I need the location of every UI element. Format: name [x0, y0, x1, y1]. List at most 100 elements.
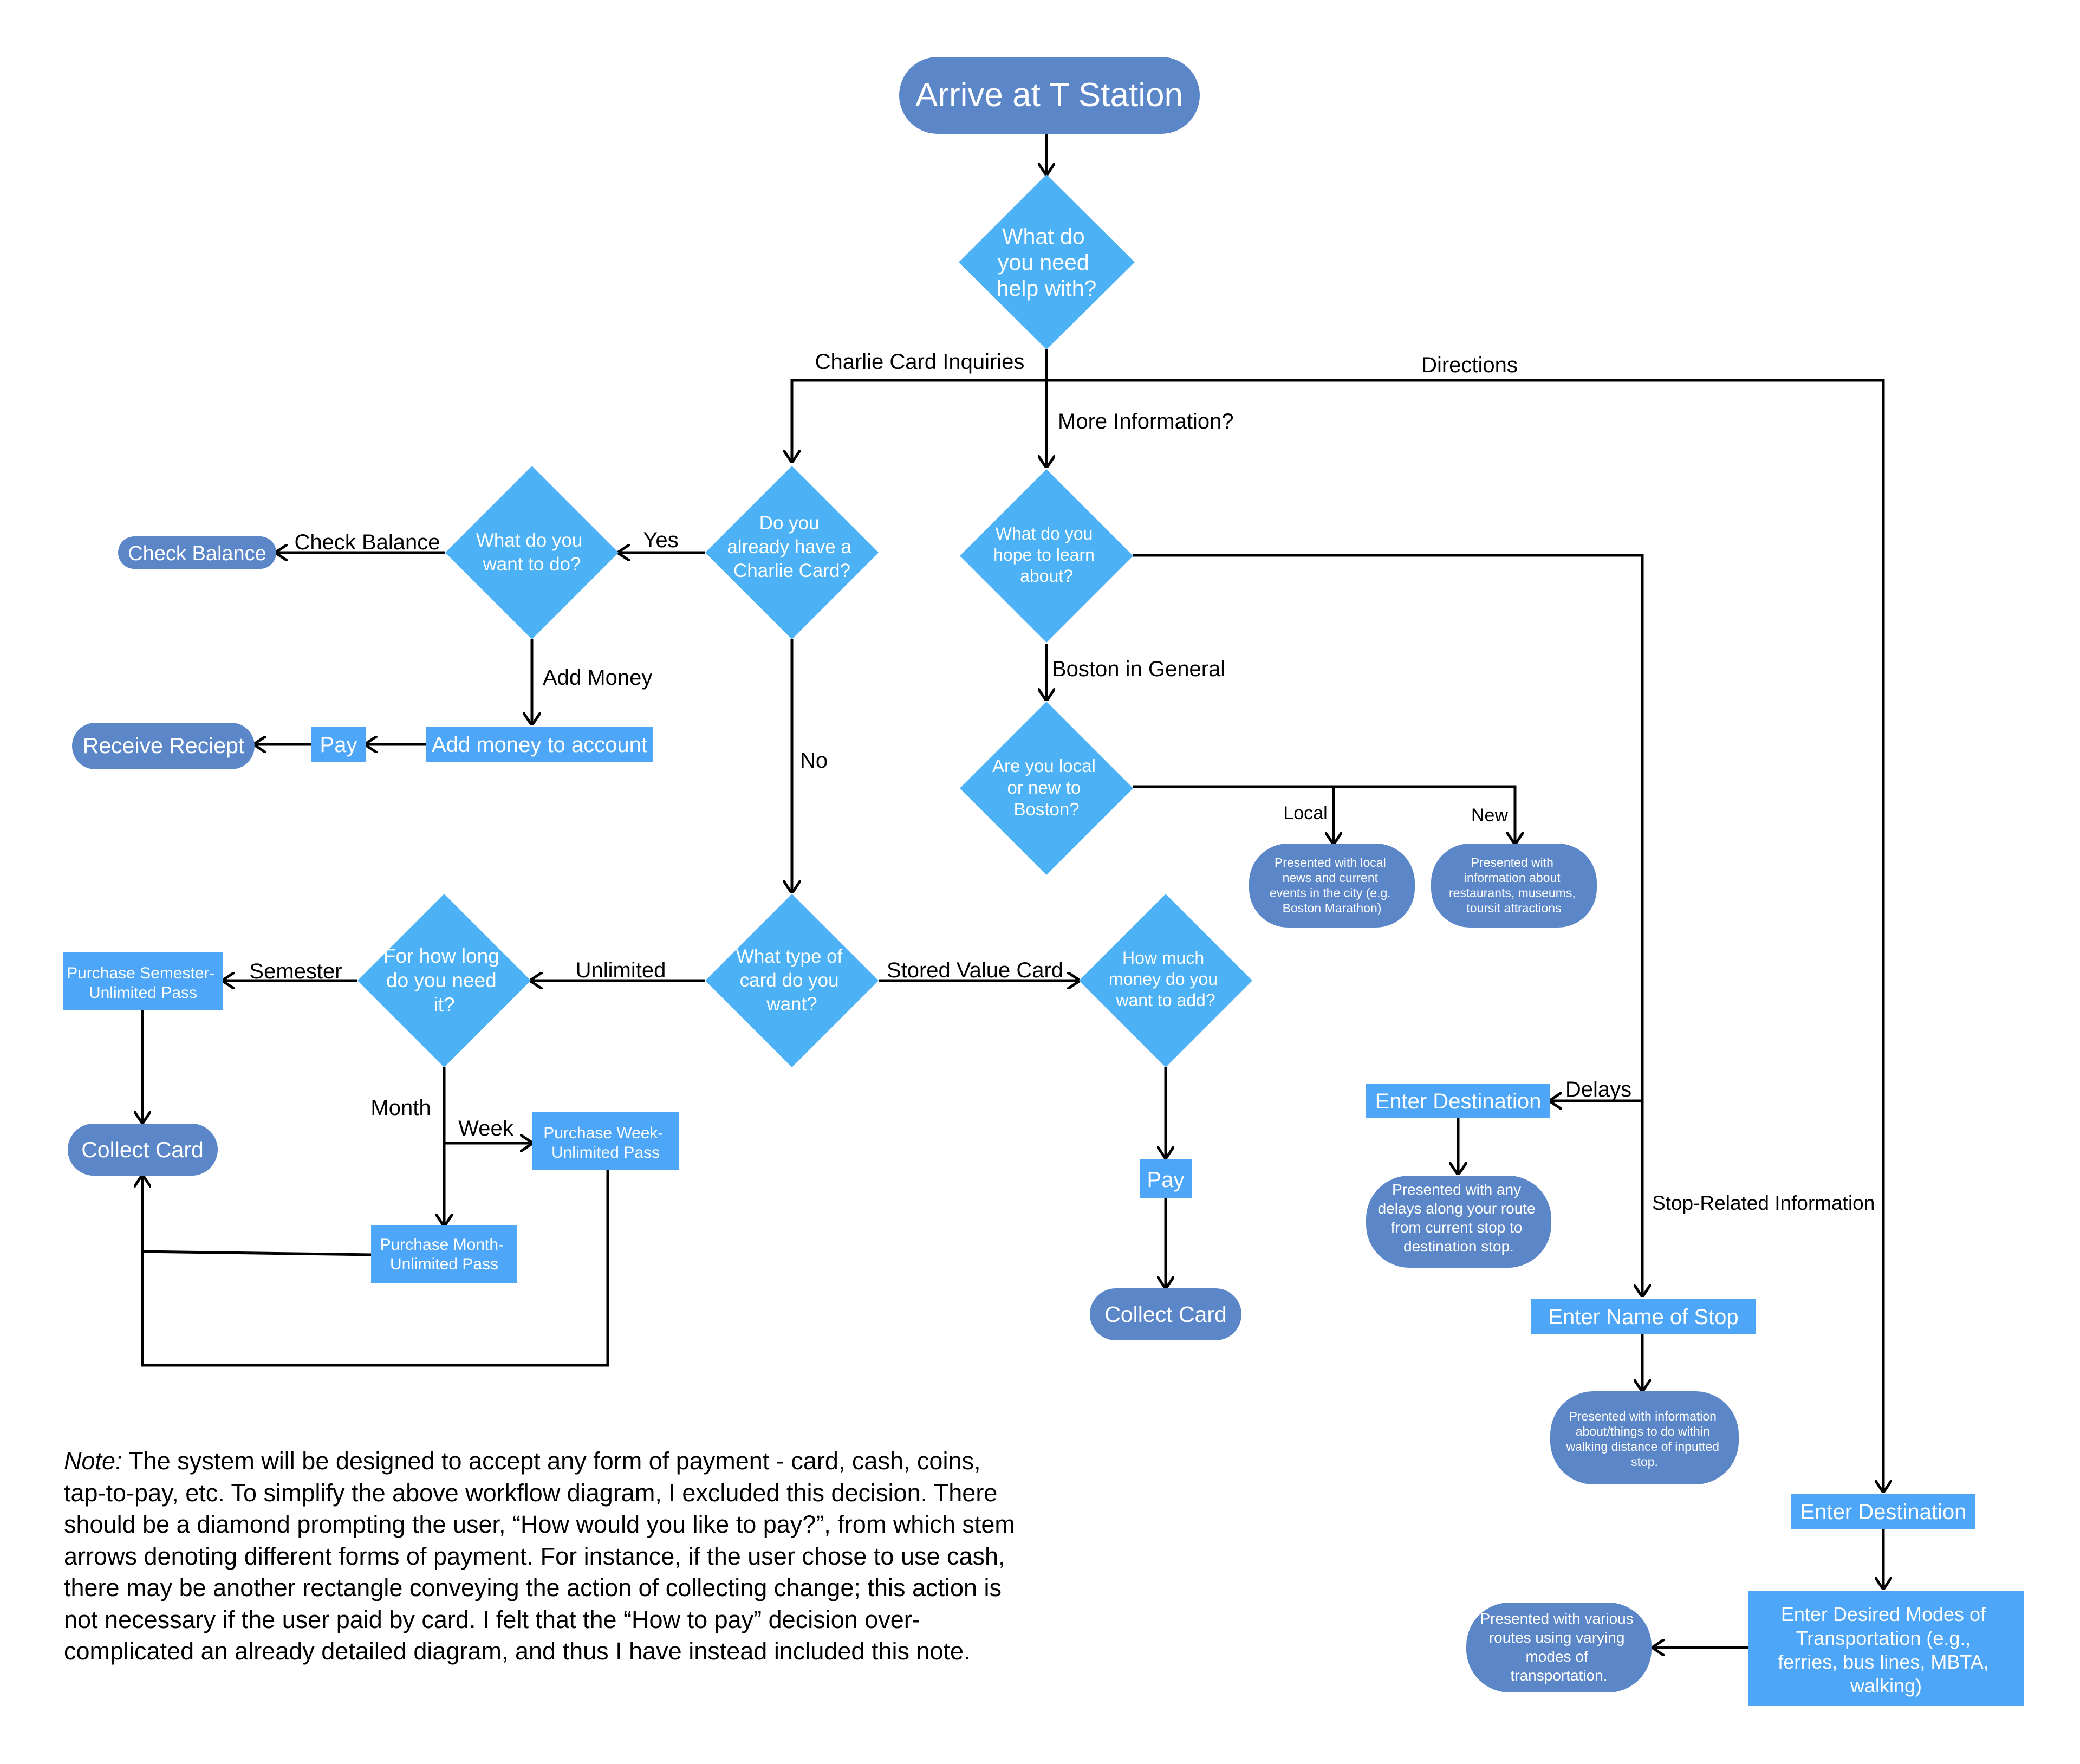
label-yes: Yes [643, 528, 678, 552]
new-info-node: Presented with information about restaur… [1431, 844, 1597, 928]
decision-how-long: For how long do you need it? [358, 894, 531, 1067]
label-new: New [1471, 805, 1508, 826]
svg-text:Are you local or new t: Are you local or new to Boston? [992, 756, 1101, 819]
decision-help-line: help with? [997, 276, 1097, 301]
month-pass-node: Purchase Month- Unlimited Pass [371, 1225, 517, 1283]
week-pass-line: Unlimited Pass [551, 1144, 660, 1162]
decision-local-line: Boston? [1013, 799, 1079, 819]
delays-info-line: Presented with any [1392, 1181, 1521, 1198]
label-add-money: Add Money [543, 666, 652, 690]
svg-text:Purchase Week- Unlimit: Purchase Week- Unlimited Pass [543, 1124, 668, 1162]
local-info-line: Boston Marathon) [1283, 901, 1382, 915]
svg-text:Presented with information: Presented with information about/things … [1566, 1409, 1723, 1469]
decision-card-type: What type of card do you want? [705, 894, 879, 1067]
week-pass-node: Purchase Week- Unlimited Pass [532, 1112, 679, 1170]
edge-help-to-directions [1046, 379, 1883, 1491]
label-stored-value-card: Stored Value Card [887, 958, 1063, 982]
enter-modes-node: Enter Desired Modes of Transportation (e… [1748, 1591, 2024, 1706]
decision-have-card: Do you already have a Charlie Card? [705, 466, 879, 639]
collect-card-node-left: Collect Card [68, 1124, 218, 1176]
decision-how-much-line: money do you [1109, 969, 1218, 989]
new-info-line: toursit attractions [1466, 901, 1561, 915]
label-no: No [800, 749, 828, 773]
add-money-node: Add money to account [426, 727, 653, 762]
month-pass-line: Purchase Month- [380, 1236, 504, 1254]
month-pass-line: Unlimited Pass [390, 1255, 498, 1273]
label-stop-related: Stop-Related Information [1652, 1192, 1875, 1214]
decision-local: Are you local or new to Boston? [960, 702, 1133, 875]
enter-stop-node: Enter Name of Stop [1531, 1299, 1756, 1334]
svg-text:What do you need: What do you need help with? [997, 224, 1097, 301]
label-charlie-inquiries: Charlie Card Inquiries [815, 350, 1025, 374]
decision-want-do-line: What do you [476, 530, 583, 551]
start-node-label: Arrive at T Station [915, 76, 1183, 114]
nodes: Arrive at T Station What do you need hel… [63, 57, 2024, 1706]
routes-info-node: Presented with various routes using vary… [1466, 1603, 1652, 1692]
enter-destination-label: Enter Destination [1800, 1500, 1967, 1524]
collect-card-node-center: Collect Card [1090, 1288, 1242, 1340]
pay-label: Pay [320, 733, 358, 757]
label-boston-in-general: Boston in General [1052, 657, 1225, 681]
delays-info-line: from current stop to [1391, 1219, 1523, 1236]
local-info-line: events in the city (e.g. [1270, 886, 1391, 900]
pay-label: Pay [1147, 1168, 1185, 1192]
label-check-balance: Check Balance [294, 530, 440, 554]
footnote: Note: The system will be designed to acc… [64, 1445, 1028, 1668]
svg-text:Do you already have a: Do you already have a Charlie Card? [727, 513, 856, 581]
edge-learn-to-right [1133, 554, 1642, 1296]
pay-node-balance: Pay [311, 727, 366, 762]
delays-info-node: Presented with any delays along your rou… [1366, 1176, 1551, 1268]
decision-have-card-line: Charlie Card? [733, 560, 850, 581]
decision-help: What do you need help with? [959, 174, 1135, 349]
semester-pass-node: Purchase Semester- Unlimited Pass [63, 952, 223, 1010]
decision-how-much-line: How much [1122, 948, 1204, 968]
routes-info-line: Presented with various [1480, 1610, 1633, 1627]
svg-text:Presented with any del: Presented with any delays along your rou… [1378, 1181, 1540, 1255]
enter-destination-label: Enter Destination [1375, 1089, 1542, 1113]
svg-text:Presented with informa: Presented with information about restaur… [1449, 855, 1579, 915]
edge-local-to-localinfo [1133, 785, 1515, 844]
stop-info-line: Presented with information [1569, 1409, 1717, 1423]
decision-learn: What do you hope to learn about? [960, 469, 1133, 643]
decision-help-line: you need [998, 250, 1089, 275]
footnote-text: The system will be designed to accept an… [64, 1447, 1015, 1665]
svg-text:For how long do you ne: For how long do you need it? [384, 945, 505, 1016]
stop-info-node: Presented with information about/things … [1550, 1391, 1739, 1484]
decision-card-type-line: want? [766, 994, 817, 1015]
delays-info-line: destination stop. [1403, 1238, 1514, 1255]
label-delays: Delays [1565, 1078, 1632, 1101]
semester-pass-line: Unlimited Pass [89, 984, 197, 1002]
collect-card-label: Collect Card [1104, 1302, 1227, 1327]
decision-want-do: What do you want to do? [445, 466, 619, 639]
label-local: Local [1283, 803, 1327, 823]
add-money-label: Add money to account [432, 733, 647, 757]
enter-destination-directions-node: Enter Destination [1791, 1494, 1975, 1529]
label-directions: Directions [1421, 353, 1518, 377]
label-week: Week [458, 1117, 514, 1140]
receipt-node: Receive Reciept [72, 723, 255, 769]
decision-have-card-line: Do you [759, 513, 820, 534]
enter-destination-delays-node: Enter Destination [1366, 1084, 1550, 1118]
enter-modes-line: walking) [1850, 1675, 1922, 1697]
label-more-information: More Information? [1058, 410, 1234, 433]
edge-labels: Charlie Card Inquiries Directions More I… [249, 350, 1875, 1214]
edge-help-to-card [792, 349, 1048, 462]
local-info-node: Presented with local news and current ev… [1249, 844, 1415, 928]
edges [142, 134, 1883, 1648]
svg-text:Purchase Month- Unlimi: Purchase Month- Unlimited Pass [380, 1236, 509, 1273]
decision-how-much-line: want to add? [1115, 990, 1215, 1010]
routes-info-line: modes of [1526, 1648, 1588, 1665]
svg-text:Enter Desired Modes of: Enter Desired Modes of Transportation (e… [1778, 1603, 1994, 1697]
decision-how-long-line: do you need [386, 969, 497, 991]
svg-text:What do you hope to le: What do you hope to learn about? [993, 524, 1100, 586]
edge-month-to-collect [142, 1176, 372, 1256]
svg-text:How much money do you: How much money do you want to add? [1109, 948, 1223, 1010]
svg-text:What do you want to do: What do you want to do? [476, 530, 588, 575]
new-info-line: Presented with [1471, 855, 1554, 870]
routes-info-line: transportation. [1511, 1667, 1608, 1684]
decision-have-card-line: already have a [727, 536, 851, 557]
stop-info-line: about/things to do within [1576, 1424, 1710, 1438]
start-node: Arrive at T Station [899, 57, 1200, 134]
svg-text:Presented with local n: Presented with local news and current ev… [1270, 855, 1394, 915]
decision-how-long-line: it? [433, 994, 454, 1016]
